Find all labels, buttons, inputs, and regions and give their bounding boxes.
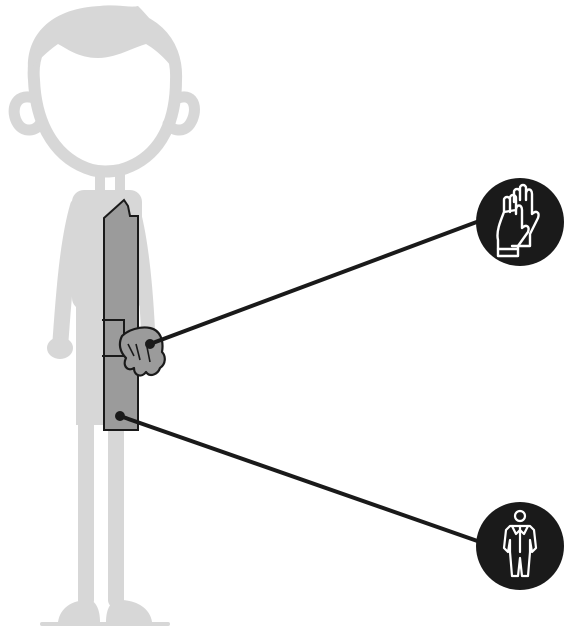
callout-lines bbox=[120, 220, 486, 544]
apron-callout-line bbox=[120, 416, 486, 544]
left-shoe bbox=[58, 600, 100, 622]
gloves-badge bbox=[476, 178, 564, 266]
protective-suit-badge bbox=[476, 502, 564, 590]
apron-anchor-dot bbox=[115, 411, 125, 421]
floor-line bbox=[40, 622, 170, 626]
left-hand bbox=[47, 337, 73, 359]
apron bbox=[102, 200, 138, 430]
hair bbox=[28, 5, 180, 78]
gloves-anchor-dot bbox=[145, 339, 155, 349]
gloves-callout-line bbox=[150, 220, 482, 344]
apron-panel bbox=[104, 200, 138, 430]
right-shoe bbox=[106, 600, 152, 622]
gloved-hand bbox=[120, 327, 165, 375]
